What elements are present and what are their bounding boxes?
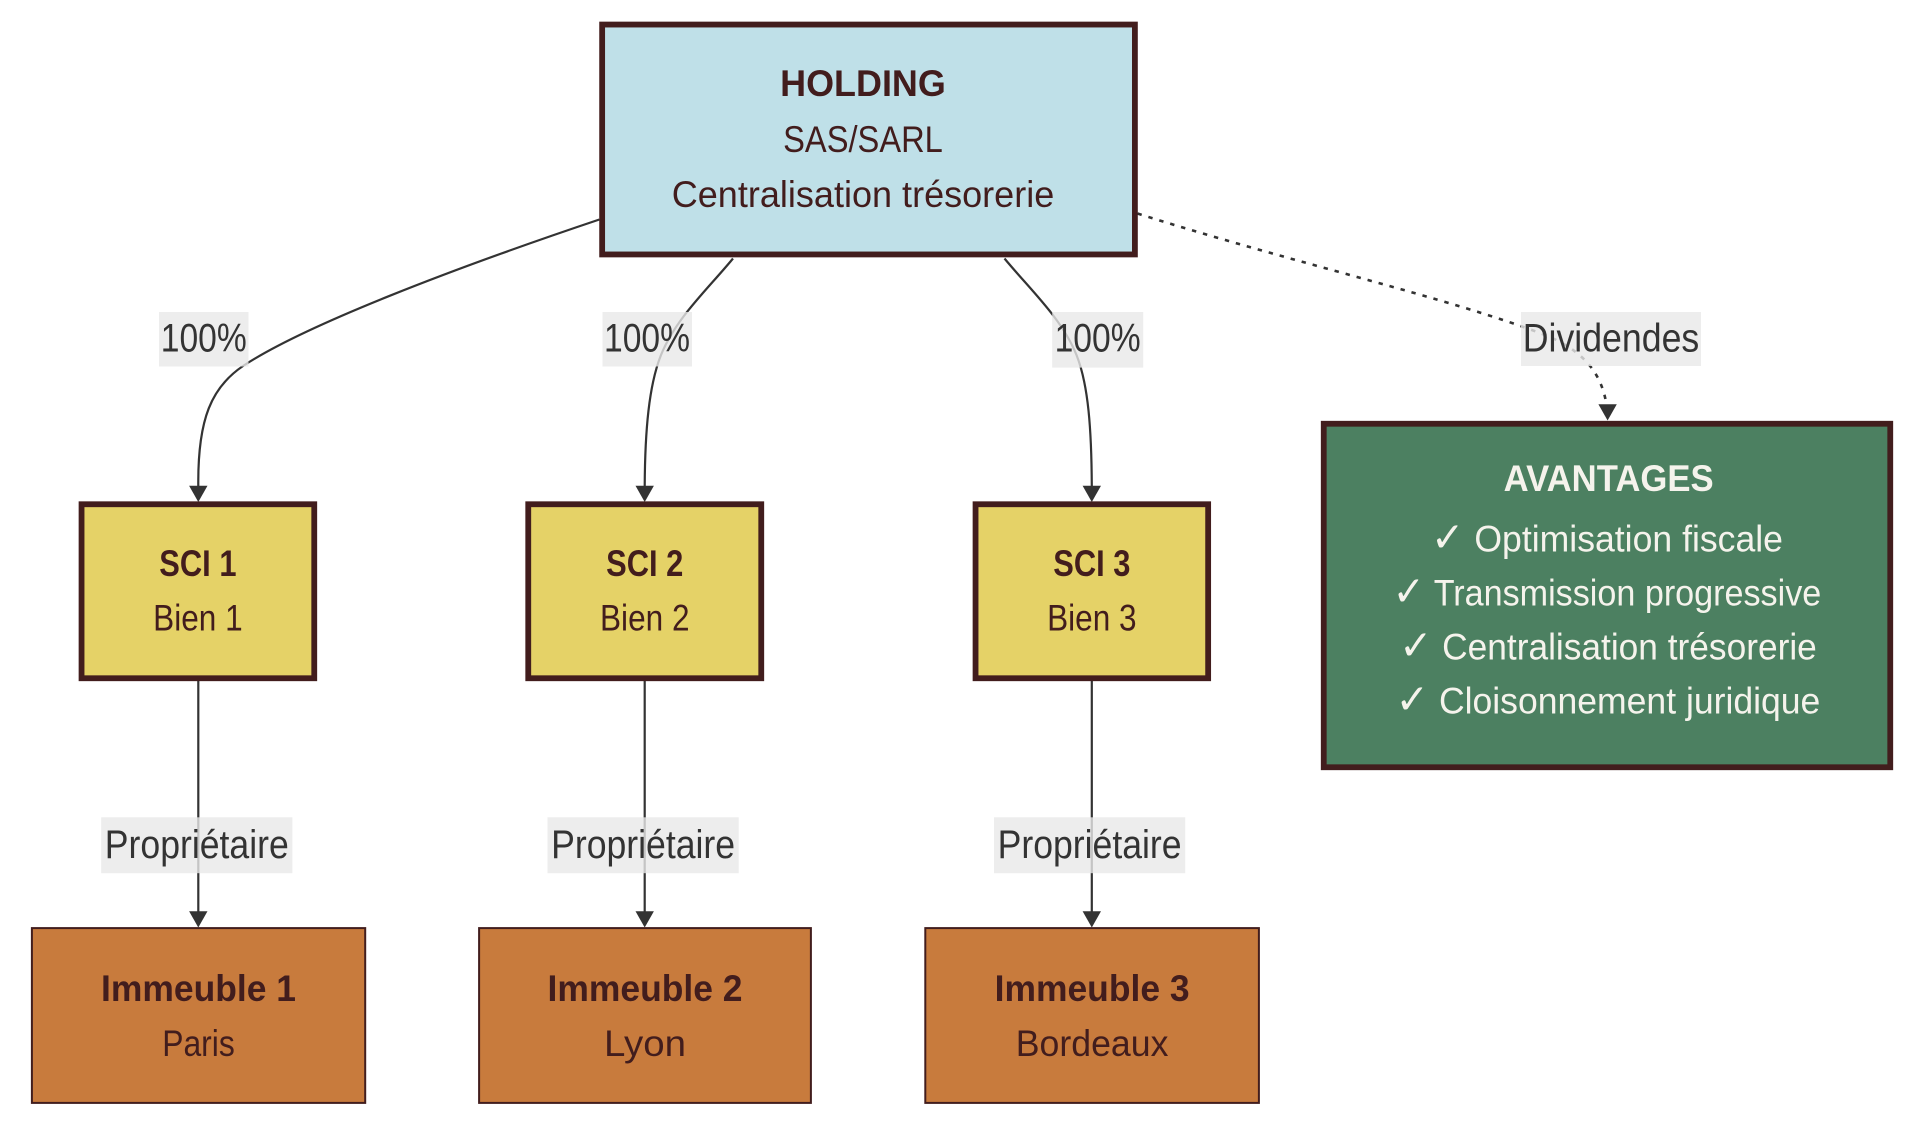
svg-text:Bordeaux: Bordeaux — [1016, 1023, 1169, 1064]
svg-text:Paris: Paris — [162, 1023, 235, 1064]
svg-text:Immeuble 1: Immeuble 1 — [101, 968, 296, 1009]
svg-text:✓ Optimisation fiscale: ✓ Optimisation fiscale — [1431, 514, 1783, 561]
svg-text:Dividendes: Dividendes — [1523, 317, 1700, 361]
svg-text:HOLDING: HOLDING — [780, 63, 946, 104]
svg-text:Bien 1: Bien 1 — [153, 598, 243, 639]
svg-text:Centralisation trésorerie: Centralisation trésorerie — [672, 174, 1055, 215]
svg-text:SAS/SARL: SAS/SARL — [783, 119, 943, 160]
svg-text:100%: 100% — [1055, 317, 1141, 361]
svg-text:✓ Centralisation trésorerie: ✓ Centralisation trésorerie — [1399, 622, 1817, 669]
svg-text:100%: 100% — [604, 317, 690, 361]
svg-text:Propriétaire: Propriétaire — [551, 823, 735, 867]
svg-text:Propriétaire: Propriétaire — [105, 823, 289, 867]
svg-text:SCI 3: SCI 3 — [1053, 543, 1130, 584]
svg-text:100%: 100% — [161, 317, 247, 361]
svg-text:SCI 2: SCI 2 — [606, 543, 683, 584]
svg-text:Propriétaire: Propriétaire — [998, 823, 1182, 867]
svg-text:Immeuble 2: Immeuble 2 — [548, 968, 743, 1009]
svg-text:AVANTAGES: AVANTAGES — [1504, 458, 1714, 499]
svg-text:Bien 3: Bien 3 — [1047, 598, 1137, 639]
svg-text:Lyon: Lyon — [604, 1023, 686, 1064]
svg-text:Bien 2: Bien 2 — [600, 598, 690, 639]
svg-text:Immeuble 3: Immeuble 3 — [995, 968, 1190, 1009]
svg-text:✓ Cloisonnement juridique: ✓ Cloisonnement juridique — [1396, 676, 1821, 723]
svg-text:✓ Transmission progressive: ✓ Transmission progressive — [1393, 568, 1822, 615]
svg-text:SCI 1: SCI 1 — [159, 543, 236, 584]
